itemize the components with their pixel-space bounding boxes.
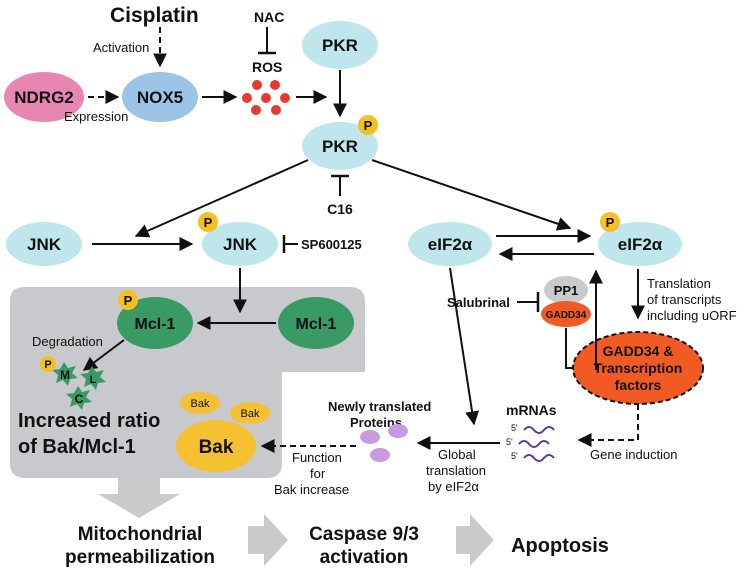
mcl1-phospho-label: P: [124, 293, 133, 308]
gadd34-tf-line3: factors: [615, 377, 662, 393]
bak-mcl1-region: [10, 287, 365, 478]
bak-node: [176, 420, 256, 472]
caspase-line2: activation: [320, 547, 409, 568]
eif2a-label: eIF2α: [428, 235, 473, 254]
fragment-l-label: L: [90, 374, 97, 386]
mcl1-label: Mcl-1: [296, 316, 337, 333]
jnk-phospho-label: P: [204, 215, 213, 230]
nac-label: NAC: [254, 9, 284, 25]
region-down-arrow: [98, 478, 180, 518]
bak-label: Bak: [199, 437, 234, 458]
phospho-jnk-node: [202, 222, 278, 266]
pp1-label: PP1: [554, 283, 579, 298]
feedback-arrow: [565, 328, 573, 369]
ros-dots: [242, 80, 290, 115]
jnk-node: [6, 222, 82, 266]
mrna-strands: 5' 5' 5': [506, 423, 555, 462]
mcl1-fragments: M L C P: [40, 356, 106, 410]
cisplatin-label: Cisplatin: [110, 4, 199, 27]
global-line2: translation: [426, 463, 486, 478]
eif2a-phospho-badge: [600, 212, 620, 232]
degradation-arrow: [82, 339, 125, 371]
five-prime-1: 5': [511, 423, 518, 433]
pkr-to-jnk-arrow: [134, 159, 309, 238]
eif2a-phospho-label: P: [606, 215, 615, 230]
fragment-m-star: [52, 362, 78, 386]
fragment-c-star: [66, 386, 92, 410]
activation-label: Activation: [93, 40, 149, 55]
ndrg2-label: NDRG2: [14, 88, 74, 107]
bak-small-node-2: [230, 402, 270, 424]
expression-label: Expression: [64, 109, 128, 124]
mrnas-label: mRNAs: [506, 402, 557, 418]
mrna-3: [523, 454, 555, 462]
gene-induction-label: Gene induction: [590, 447, 677, 462]
mito-to-caspase-arrow: [248, 514, 288, 566]
function-line1: Function: [292, 450, 342, 465]
mito-line2: permeabilization: [65, 547, 215, 568]
protein-blobs: [360, 424, 408, 462]
gadd34-label: GADD34: [546, 310, 587, 321]
apoptosis-label: Apoptosis: [511, 535, 609, 557]
pkr-to-eif2a-arrow: [371, 159, 572, 231]
mrna-2: [518, 440, 550, 448]
mcl1-node: [278, 297, 354, 349]
pp1-node: [544, 276, 588, 304]
c16-label: C16: [327, 201, 353, 217]
pkr-label: PKR: [322, 36, 358, 55]
eif2a-to-global-translation-arrow: [449, 267, 480, 426]
sp600125-label: SP600125: [301, 237, 362, 252]
mito-line1: Mitochondrial: [78, 524, 203, 545]
global-line1: Global: [438, 447, 476, 462]
degradation-label: Degradation: [32, 334, 103, 349]
jnk-label: JNK: [27, 235, 62, 254]
pkr-phospho-badge: [358, 115, 378, 135]
gadd34-tf-line1: GADD34 &: [603, 343, 674, 359]
increased-ratio-line1: Increased ratio: [18, 410, 160, 432]
fragment-phospho-badge: [40, 356, 56, 372]
eif2a-node: [408, 222, 492, 266]
five-prime-3: 5': [511, 451, 518, 461]
function-line3: Bak increase: [274, 482, 349, 497]
increased-ratio-line2: of Bak/Mcl-1: [18, 436, 136, 458]
gadd34-node: [541, 301, 591, 327]
five-prime-2: 5': [506, 437, 513, 447]
fragment-m-label: M: [60, 368, 70, 382]
pkr-phospho-label: P: [364, 118, 373, 133]
phospho-eif2a-node: [598, 222, 682, 266]
mrna-1: [523, 426, 555, 434]
newly-translated-line2: Proteins: [350, 415, 402, 430]
caspase-to-apoptosis-arrow: [456, 514, 494, 566]
phospho-pkr-label: PKR: [322, 137, 358, 156]
gene-induction-arrow: [577, 404, 639, 447]
phospho-eif2a-label: eIF2α: [618, 235, 663, 254]
mcl1-phospho-badge: [118, 290, 138, 310]
fragment-phospho-label: P: [44, 359, 51, 371]
global-line3: by eIF2α: [428, 479, 479, 494]
phospho-jnk-label: JNK: [223, 235, 258, 254]
translation-line2: of transcripts: [647, 292, 722, 307]
fragment-l-star: [80, 366, 106, 390]
translation-line3: including uORF: [647, 308, 737, 323]
ndrg2-node: [4, 72, 84, 122]
caspase-line1: Caspase 9/3: [309, 524, 419, 545]
bak-small-label-1: Bak: [191, 398, 210, 410]
jnk-phospho-badge: [198, 212, 218, 232]
gadd34-tf-line2: Transcription: [594, 360, 683, 376]
bak-small-node-1: [180, 392, 220, 414]
salubrinal-label: Salubrinal: [447, 295, 510, 310]
fragment-c-label: C: [75, 392, 84, 406]
nox5-node: [122, 72, 198, 122]
function-line2: for: [310, 466, 326, 481]
translation-line1: Translation: [647, 276, 711, 291]
phospho-mcl1-node: [117, 297, 193, 349]
pkr-node: [302, 21, 378, 69]
phospho-pkr-node: [302, 122, 378, 170]
bak-small-label-2: Bak: [241, 408, 260, 420]
nox5-label: NOX5: [137, 88, 183, 107]
phospho-mcl1-label: Mcl-1: [135, 316, 176, 333]
ros-label: ROS: [252, 59, 282, 75]
newly-translated-line1: Newly translated: [328, 399, 431, 414]
